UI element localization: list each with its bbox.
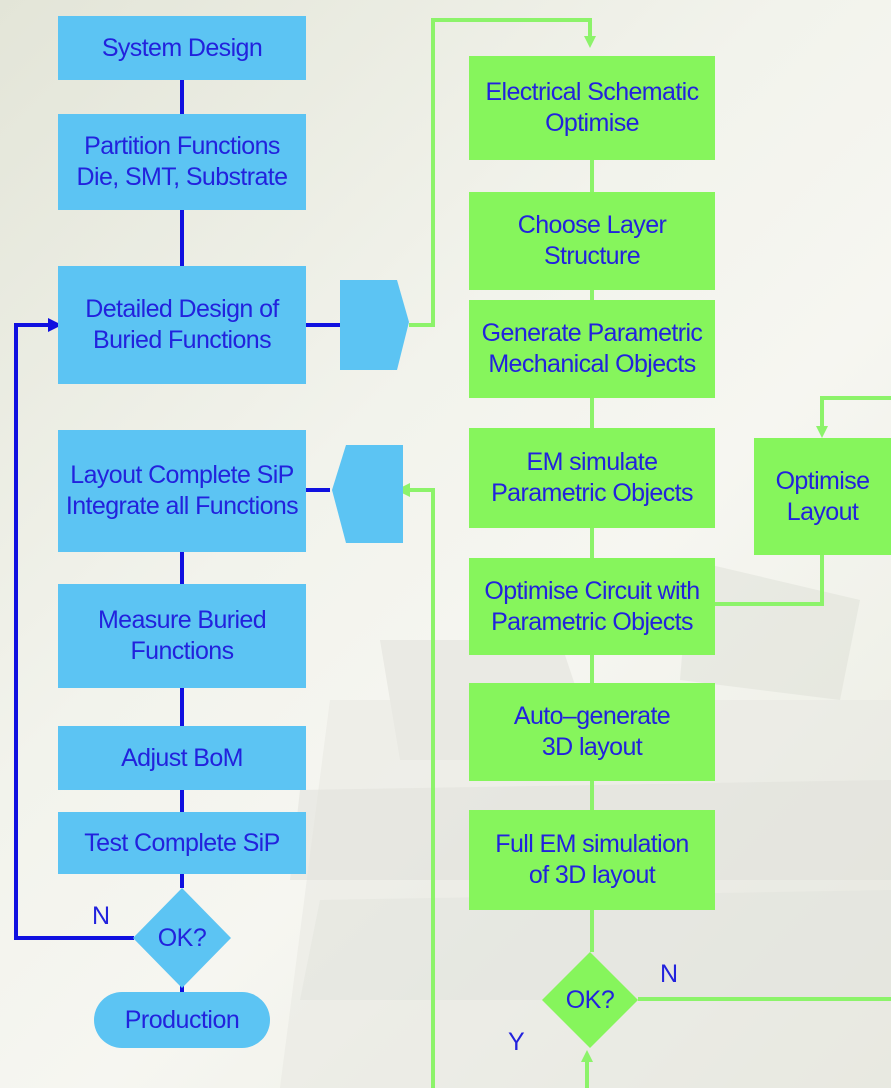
auto-generate-box: Auto–generate 3D layout bbox=[469, 683, 715, 781]
left-no-label: N bbox=[92, 902, 110, 930]
system-design-box: System Design bbox=[58, 16, 306, 80]
choose-layer-structure-box: Choose Layer Structure bbox=[469, 192, 715, 290]
optimise-layout-box: Optimise Layout bbox=[754, 438, 891, 555]
adjust-bom-box: Adjust BoM bbox=[58, 726, 306, 790]
em-simulate-box: EM simulate Parametric Objects bbox=[469, 428, 715, 528]
optimise-circuit-box: Optimise Circuit with Parametric Objects bbox=[469, 558, 715, 655]
right-ok-decision: OK? bbox=[565, 985, 615, 1014]
left-ok-decision: OK? bbox=[157, 923, 207, 952]
detailed-design-box: Detailed Design of Buried Functions bbox=[58, 266, 306, 384]
right-yes-label: Y bbox=[508, 1028, 525, 1056]
measure-buried-functions-box: Measure Buried Functions bbox=[58, 584, 306, 688]
generate-parametric-box: Generate Parametric Mechanical Objects bbox=[469, 300, 715, 398]
partition-functions-box: Partition Functions Die, SMT, Substrate bbox=[58, 114, 306, 210]
layout-complete-sip-box: Layout Complete SiP Integrate all Functi… bbox=[58, 430, 306, 552]
test-complete-sip-box: Test Complete SiP bbox=[58, 812, 306, 874]
right-no-label: N bbox=[660, 960, 678, 988]
electrical-schematic-box: Electrical Schematic Optimise bbox=[469, 56, 715, 160]
production-terminator: Production bbox=[124, 1005, 240, 1034]
full-em-simulation-box: Full EM simulation of 3D layout bbox=[469, 810, 715, 910]
